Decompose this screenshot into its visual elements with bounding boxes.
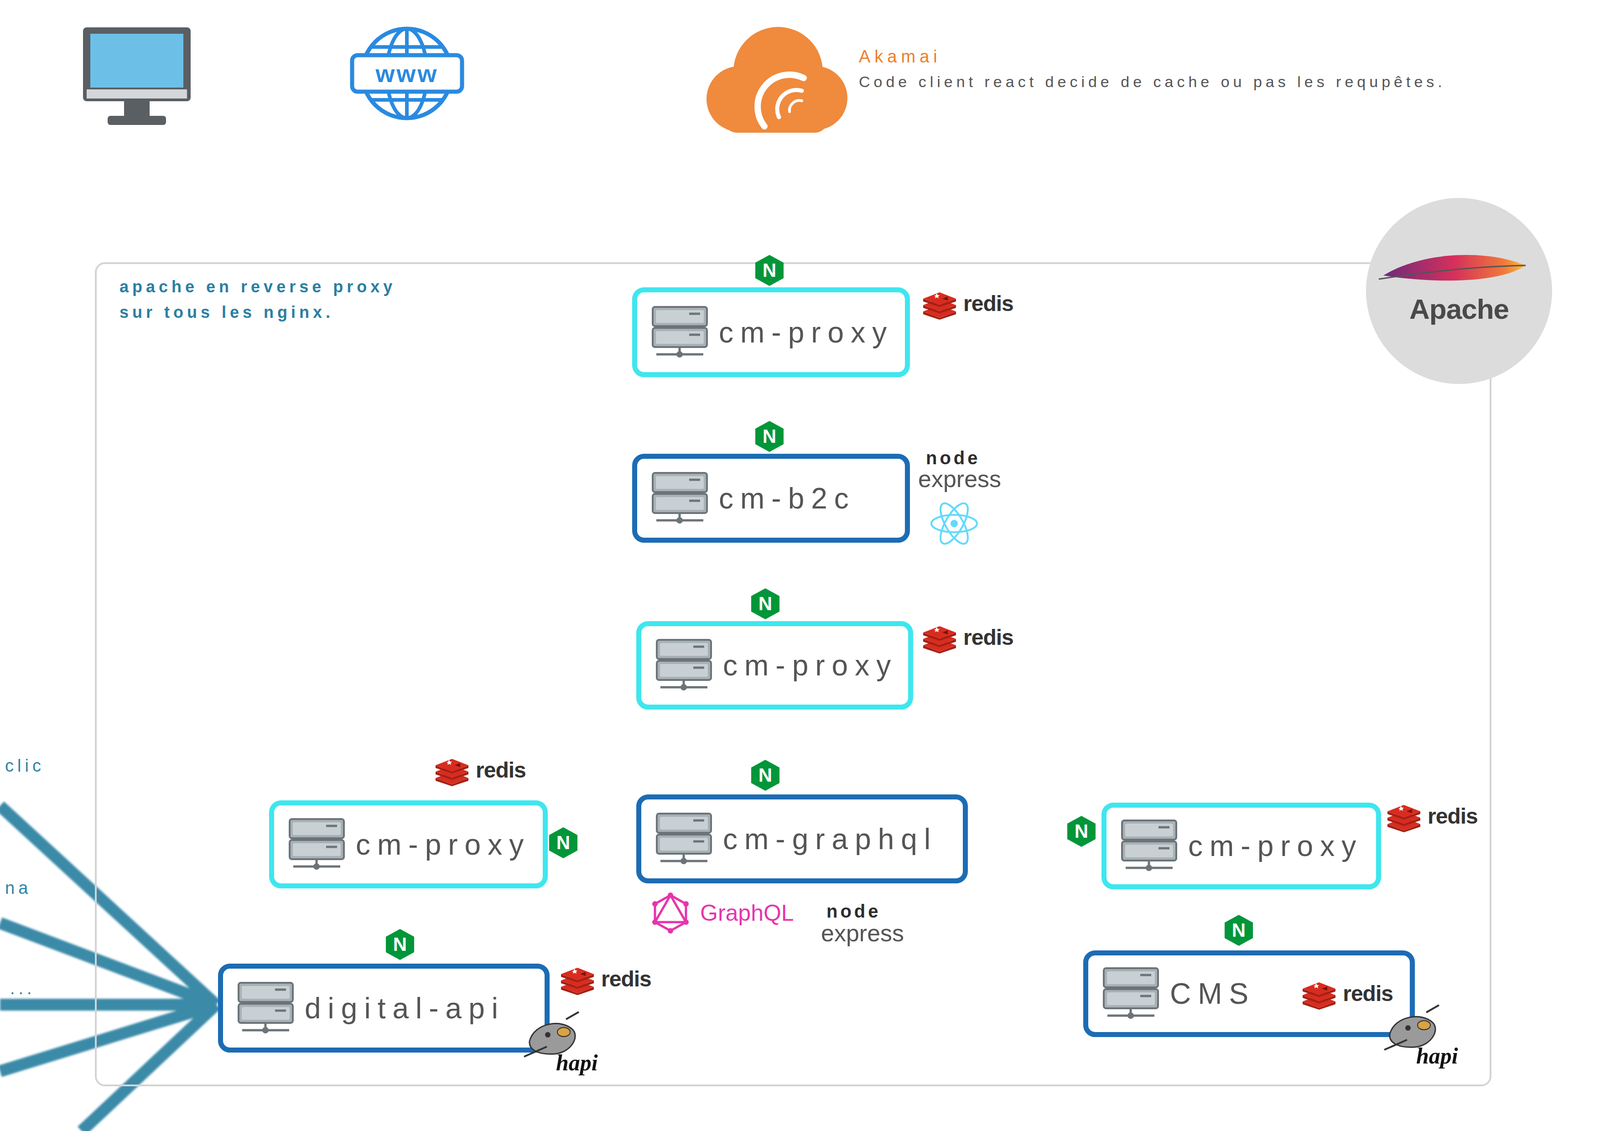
redis-badge: redis xyxy=(1385,800,1478,833)
nginx-letter: N xyxy=(758,594,773,614)
fan-out-links xyxy=(0,805,217,1131)
node-label: cm-proxy xyxy=(1188,831,1363,861)
nginx-letter: N xyxy=(758,765,773,785)
node-label: cm-proxy xyxy=(355,830,531,860)
cdn-note: Code client react decide de cache ou pas… xyxy=(858,73,1446,90)
redis-icon xyxy=(433,754,471,787)
connector-line xyxy=(464,67,697,81)
app-server-box: CMS redis xyxy=(1083,950,1415,1038)
cdn-cloud: AkamaiCode client react decide de cache … xyxy=(696,22,849,133)
nginx-letter: N xyxy=(762,426,777,447)
tech-label: express xyxy=(918,467,1002,491)
proxy-box: cm-proxy xyxy=(636,621,914,710)
app-server-box: cm-b2c xyxy=(632,453,910,543)
tech-label: redis xyxy=(475,759,526,782)
redis-icon xyxy=(1385,800,1423,833)
tech-label: node xyxy=(826,902,882,921)
nginx-badge: N xyxy=(383,928,417,962)
node-label: cm-b2c xyxy=(718,483,856,514)
nginx-badge: N xyxy=(753,254,786,287)
nginx-badge: N xyxy=(753,420,786,453)
server-group: apache en reverse proxy sur tous les ngi… xyxy=(94,262,1492,1087)
hapi-badge: hapi xyxy=(555,1051,598,1075)
proxy-box: cm-proxy xyxy=(269,800,548,889)
react-logo xyxy=(931,499,977,548)
cdn-name: Akamai xyxy=(858,47,942,66)
server-icon xyxy=(651,306,708,359)
redis-badge: redis xyxy=(921,621,1014,654)
tech-label: hapi xyxy=(555,1049,598,1076)
apache-text: Apache xyxy=(1365,295,1554,324)
graphql-icon xyxy=(649,892,691,934)
tech-label: node xyxy=(925,448,981,468)
tech-label: GraphQL xyxy=(700,901,795,925)
tech-label: redis xyxy=(963,292,1014,315)
server-icon xyxy=(1102,967,1159,1021)
app-server-box: digital-api xyxy=(218,963,550,1053)
nginx-letter: N xyxy=(393,935,407,955)
hapi-badge: hapi xyxy=(1416,1044,1459,1068)
tech-label: express xyxy=(820,921,904,946)
graphql-badge: GraphQL xyxy=(649,892,795,934)
tech-label: redis xyxy=(601,968,652,991)
web-globe: www xyxy=(349,25,465,123)
node-label: cm-proxy xyxy=(718,317,894,348)
network-link xyxy=(219,66,350,81)
tech-label: redis xyxy=(963,626,1014,649)
nginx-badge: N xyxy=(748,587,782,621)
nginx-badge: N xyxy=(1222,914,1256,947)
group-heading: apache en reverse proxy sur tous les ngi… xyxy=(119,274,439,326)
node-label: digital-api xyxy=(304,993,505,1024)
computer-icon xyxy=(83,27,191,125)
proxy-box: cm-proxy xyxy=(1101,802,1382,890)
tech-label: hapi xyxy=(1416,1043,1459,1069)
side-note: clic xyxy=(5,757,45,775)
globe-text: www xyxy=(349,55,465,92)
nginx-letter: N xyxy=(556,833,571,853)
redis-icon xyxy=(559,963,596,996)
nginx-letter: N xyxy=(1074,821,1089,842)
nginx-badge: N xyxy=(748,758,782,792)
tech-label: redis xyxy=(1427,805,1478,828)
node-label: CMS xyxy=(1169,979,1256,1009)
server-icon xyxy=(651,472,708,525)
nginx-letter: N xyxy=(1231,920,1246,941)
tech-label: redis xyxy=(1342,982,1393,1005)
apache-badge: Apache xyxy=(1365,197,1554,385)
side-note: ... xyxy=(10,979,36,998)
nginx-letter: N xyxy=(762,260,777,281)
server-icon xyxy=(237,981,294,1035)
server-icon xyxy=(655,812,712,866)
redis-icon xyxy=(921,621,958,654)
nginx-badge: N xyxy=(1064,815,1098,848)
redis-badge: redis xyxy=(433,754,526,787)
redis-icon xyxy=(1300,977,1338,1010)
server-icon xyxy=(288,818,345,872)
nginx-badge: N xyxy=(546,826,580,860)
side-note: na xyxy=(5,879,32,897)
node-label: cm-graphql xyxy=(722,824,938,854)
server-icon xyxy=(1121,819,1178,873)
redis-icon xyxy=(921,287,958,320)
redis-badge: redis xyxy=(921,287,1014,320)
server-icon xyxy=(655,638,712,692)
proxy-box: cm-proxy xyxy=(632,287,910,378)
node-label: cm-proxy xyxy=(722,650,898,681)
cloud-outline xyxy=(696,22,849,133)
redis-badge: redis xyxy=(559,963,652,996)
apache-circle xyxy=(1365,197,1554,385)
app-server-box: cm-graphql xyxy=(636,794,968,884)
